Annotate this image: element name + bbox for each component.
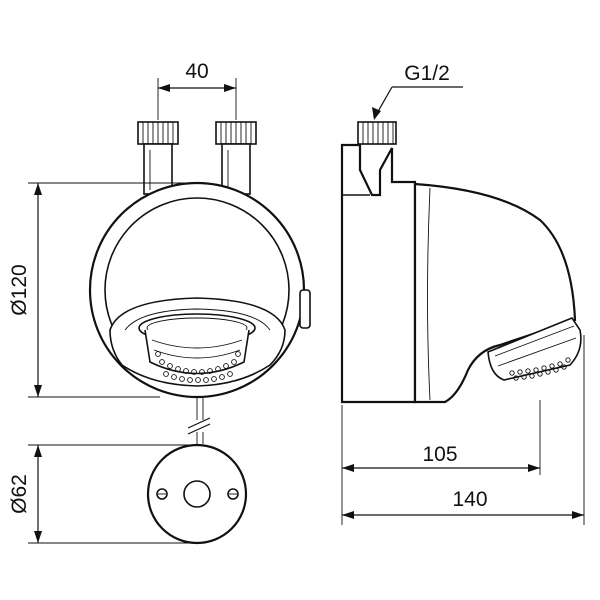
dimension-projection-inner: 105 xyxy=(341,400,541,525)
dimension-spacing-label: 40 xyxy=(185,60,208,83)
dimension-body-diameter-label: Ø120 xyxy=(8,264,31,315)
dimension-projection-total-label: 140 xyxy=(452,488,487,511)
front-view: 40 Ø120 Ø62 xyxy=(8,60,311,545)
dimension-plate-diameter-label: Ø62 xyxy=(8,474,31,514)
dimension-projection-total: 140 xyxy=(342,335,585,525)
side-inlet-thread xyxy=(357,121,397,145)
dimension-thread-label: G1/2 xyxy=(404,62,450,85)
dimension-plate-diameter: Ø62 xyxy=(8,444,197,544)
break-line xyxy=(187,398,211,444)
spray-holes xyxy=(155,351,241,383)
mounting-block xyxy=(340,143,417,404)
shower-head-front xyxy=(138,313,256,383)
side-knob xyxy=(299,289,311,329)
dimension-projection-inner-label: 105 xyxy=(422,443,457,466)
side-view: G1/2 105 140 xyxy=(340,62,585,525)
right-inlet-pipe xyxy=(215,121,257,195)
left-inlet-pipe xyxy=(137,121,179,195)
spout-body xyxy=(413,182,577,404)
dimension-thread: G1/2 xyxy=(372,62,463,120)
side-spray-holes xyxy=(509,357,571,381)
dimension-body-diameter: Ø120 xyxy=(8,182,197,398)
wall-plate xyxy=(146,443,248,545)
shower-head-side xyxy=(487,317,582,381)
dimension-spacing: 40 xyxy=(157,60,237,120)
